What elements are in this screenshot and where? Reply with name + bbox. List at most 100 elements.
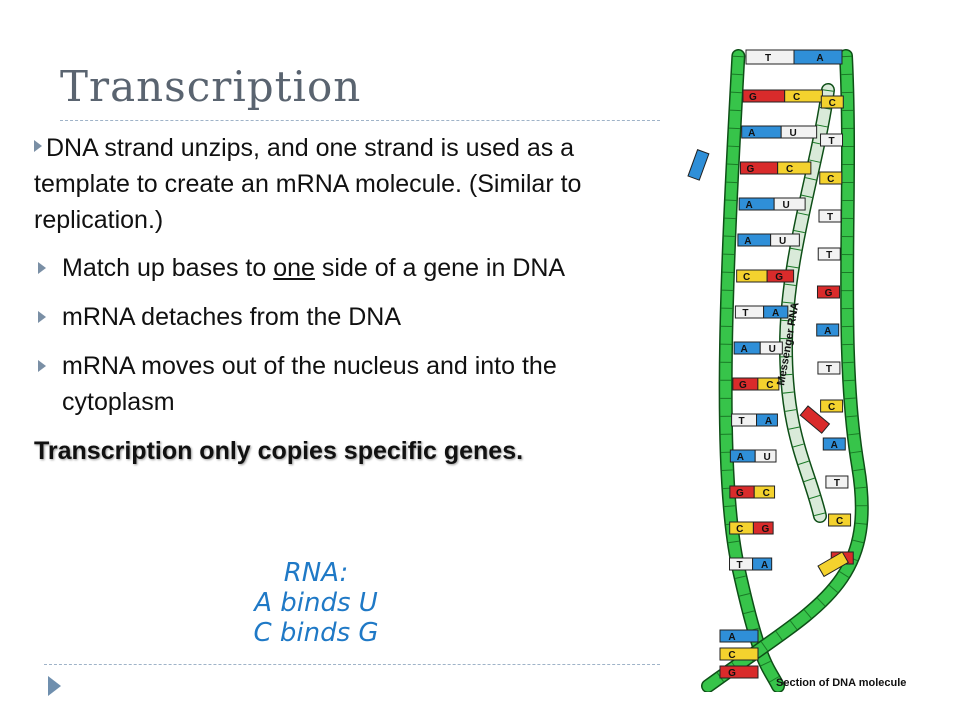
rna-base xyxy=(756,413,778,427)
bullet-item: mRNA detaches from the DNA xyxy=(34,299,634,335)
bullet-arrow-icon xyxy=(38,360,46,372)
rna-base xyxy=(777,161,812,175)
base-label: T xyxy=(826,364,832,375)
dna-base-right xyxy=(816,323,840,337)
rna-base xyxy=(780,125,818,139)
base-label: T xyxy=(826,250,832,261)
base-label: A xyxy=(741,344,748,355)
rna-base xyxy=(770,233,800,247)
rna-base xyxy=(759,341,783,355)
base-top-right xyxy=(793,49,843,65)
base-label: U xyxy=(783,200,790,211)
bullet-arrow-icon xyxy=(38,311,46,323)
base-label: G xyxy=(749,92,757,103)
base-label: U xyxy=(769,344,776,355)
slide-body: DNA strand unzips, and one strand is use… xyxy=(34,130,634,469)
rna-base xyxy=(752,557,773,571)
base-label: T xyxy=(765,53,771,64)
bullet-text-post: side of a gene in DNA xyxy=(314,254,566,282)
base-label: T xyxy=(827,212,833,223)
base-label: A xyxy=(765,416,772,427)
base-label: A xyxy=(816,53,823,64)
free-nucleotide xyxy=(817,551,849,578)
bullet-text: mRNA detaches from the DNA xyxy=(62,303,402,331)
dna-backbone-right xyxy=(702,50,868,692)
base-label: G xyxy=(736,488,744,499)
dna-base-right xyxy=(817,247,841,261)
rna-base xyxy=(763,305,789,319)
base-label: G xyxy=(739,380,747,391)
dna-base-bottom xyxy=(719,647,759,661)
lead-text: DNA strand unzips, and one strand is use… xyxy=(34,134,582,234)
base-label: G xyxy=(775,272,783,283)
base-label: C xyxy=(728,650,735,661)
base-label: A xyxy=(737,452,744,463)
base-label: A xyxy=(748,128,755,139)
base-label: A xyxy=(824,326,831,337)
base-label: G xyxy=(825,288,833,299)
base-label: T xyxy=(828,136,834,147)
lead-paragraph: DNA strand unzips, and one strand is use… xyxy=(34,130,634,238)
base-label: A xyxy=(761,560,768,571)
rna-base xyxy=(773,197,806,211)
base-label: C xyxy=(743,272,750,283)
bullet-item: Match up bases to one side of a gene in … xyxy=(34,250,634,286)
base-label: G xyxy=(728,668,736,679)
base-label: T xyxy=(736,560,742,571)
dna-base-left xyxy=(734,305,765,319)
dna-base-bottom xyxy=(719,665,759,679)
base-label: C xyxy=(828,402,835,413)
dna-base-right xyxy=(820,133,844,147)
dna-base-right xyxy=(825,475,849,489)
base-label: A xyxy=(728,632,735,643)
base-label: C xyxy=(836,516,843,527)
title-divider xyxy=(60,120,660,121)
rna-base xyxy=(754,449,777,463)
base-label: T xyxy=(739,416,745,427)
base-label: G xyxy=(747,164,755,175)
base-label: A xyxy=(746,200,753,211)
dna-base-right xyxy=(818,209,842,223)
rna-base xyxy=(753,485,776,499)
base-label: A xyxy=(772,308,779,319)
base-label: U xyxy=(764,452,771,463)
base-label: C xyxy=(766,380,773,391)
rna-base xyxy=(752,521,774,535)
footer-arrow-icon xyxy=(48,676,61,696)
base-label: C xyxy=(827,174,834,185)
dna-base-right xyxy=(822,437,846,451)
rna-base xyxy=(766,269,795,283)
dna-base-left xyxy=(738,197,775,211)
bullet-arrow-icon xyxy=(34,140,42,153)
emphasis-statement: Transcription only copies specific genes… xyxy=(34,437,524,465)
bullet-arrow-icon xyxy=(38,262,46,274)
rna-note-line: C binds G xyxy=(253,618,379,648)
mrna-strand xyxy=(780,84,834,522)
bullet-item: mRNA moves out of the nucleus and into t… xyxy=(34,348,634,420)
bullet-text-pre: Match up bases to xyxy=(62,254,274,282)
dna-base-left xyxy=(736,269,768,283)
rna-note-line: A binds U xyxy=(254,588,378,618)
dna-base-left xyxy=(737,233,772,247)
base-label: T xyxy=(742,308,748,319)
base-label: C xyxy=(829,98,836,109)
rna-base xyxy=(784,89,823,103)
free-nucleotide xyxy=(799,405,831,434)
base-label: U xyxy=(790,128,797,139)
base-label: C xyxy=(763,488,770,499)
bullet-text: mRNA moves out of the nucleus and into t… xyxy=(62,352,557,416)
base-label: C xyxy=(736,524,743,535)
dna-base-right xyxy=(828,513,852,527)
slide-title: Transcription xyxy=(60,62,362,111)
dna-base-right xyxy=(816,285,840,299)
base-label: A xyxy=(744,236,751,247)
rna-note-heading: RNA: xyxy=(283,558,349,588)
base-label: C xyxy=(786,164,793,175)
base-label: G xyxy=(762,524,770,535)
dna-base-right xyxy=(820,399,844,413)
rna-pairing-note: RNA: A binds U C binds G xyxy=(236,558,396,648)
bullet-list: Match up bases to one side of a gene in … xyxy=(34,250,634,420)
